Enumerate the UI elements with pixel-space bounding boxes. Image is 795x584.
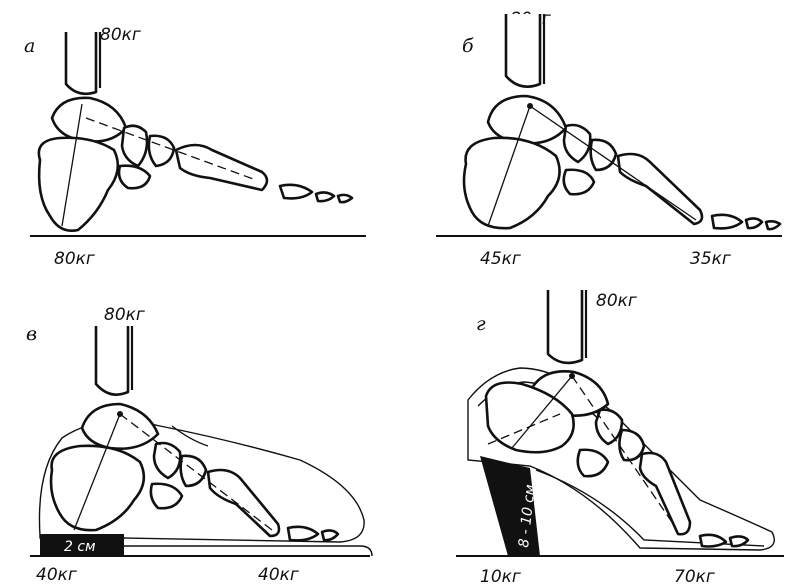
panel-b-cuneiform bbox=[591, 140, 616, 170]
panel-v-load-heel: 40кг bbox=[36, 565, 77, 584]
panel-v-cuboid bbox=[151, 484, 182, 509]
panel-g-phalanx-1 bbox=[700, 535, 726, 547]
panel-b-phalanx-3 bbox=[766, 221, 780, 229]
panel-v-cuneiform bbox=[181, 456, 206, 486]
panel-a-phalanx-2 bbox=[316, 192, 334, 201]
panel-v-calcaneus bbox=[51, 446, 144, 530]
panel-a-calcaneus bbox=[39, 138, 118, 231]
panel-g-metatarsal bbox=[640, 453, 690, 534]
panel-v-phalanx-1 bbox=[288, 527, 318, 541]
panel-b-talus bbox=[488, 96, 566, 143]
panel-b-letter: б bbox=[462, 35, 474, 57]
panel-g-load-heel: 10кг bbox=[480, 567, 521, 584]
panel-b-load-toe: 35кг bbox=[690, 249, 731, 269]
panel-v-tibia bbox=[96, 326, 128, 395]
panel-b-load-heel: 45кг bbox=[480, 249, 521, 269]
panel-b-tibia bbox=[506, 14, 540, 87]
panel-g-cuboid bbox=[578, 450, 608, 476]
panel-g-load-top: 80кг bbox=[596, 291, 637, 311]
panel-v-heel-height: 2 см bbox=[64, 539, 96, 555]
panel-a-letter: а bbox=[24, 35, 35, 57]
panel-v-load-top: 80кг bbox=[104, 305, 145, 325]
panel-a-cuboid bbox=[119, 166, 150, 189]
panel-g-letter: г bbox=[476, 313, 486, 335]
panel-a: а 80кг 80кг bbox=[24, 25, 366, 269]
panel-a-phalanx-1 bbox=[280, 185, 312, 199]
panel-a-phalanx-3 bbox=[338, 195, 352, 202]
panel-v-letter: в bbox=[26, 323, 37, 345]
panel-g-navicular bbox=[596, 410, 622, 444]
panel-g-cuneiform bbox=[619, 430, 644, 460]
panel-g: г 80кг 8 - 10 см 10кг 70кг bbox=[456, 290, 784, 584]
panel-a-cuneiform bbox=[149, 136, 174, 166]
panel-v: в 80кг 2 см 40кг 40кг bbox=[26, 305, 372, 584]
panel-v-navicular bbox=[154, 443, 180, 478]
panel-v-metatarsal bbox=[208, 470, 279, 536]
panel-b-cuboid bbox=[564, 170, 594, 195]
panel-g-load-toe: 70кг bbox=[674, 567, 715, 584]
panel-v-shoe-sole bbox=[124, 546, 372, 556]
panel-a-load-heel: 80кг bbox=[54, 249, 95, 269]
panel-v-load-toe: 40кг bbox=[258, 565, 299, 584]
panel-v-phalanx-2 bbox=[322, 530, 338, 540]
panel-b-phalanx-2 bbox=[746, 218, 762, 228]
panel-b-navicular bbox=[564, 125, 590, 162]
panel-a-tibia bbox=[66, 32, 96, 94]
panel-v-joint-point bbox=[117, 411, 123, 417]
panel-g-tibia bbox=[548, 290, 582, 363]
panel-g-joint-point bbox=[569, 373, 575, 379]
panel-b-phalanx-1 bbox=[712, 215, 742, 229]
panel-b: б 80кг 45кг 35кг bbox=[436, 9, 782, 269]
panel-v-talus bbox=[82, 404, 158, 449]
panel-a-load-top: 80кг bbox=[100, 25, 141, 45]
panel-b-calcaneus bbox=[464, 138, 560, 228]
panel-b-joint-point bbox=[527, 103, 533, 109]
panel-b-metatarsal bbox=[618, 154, 702, 224]
panel-a-navicular bbox=[122, 126, 147, 166]
